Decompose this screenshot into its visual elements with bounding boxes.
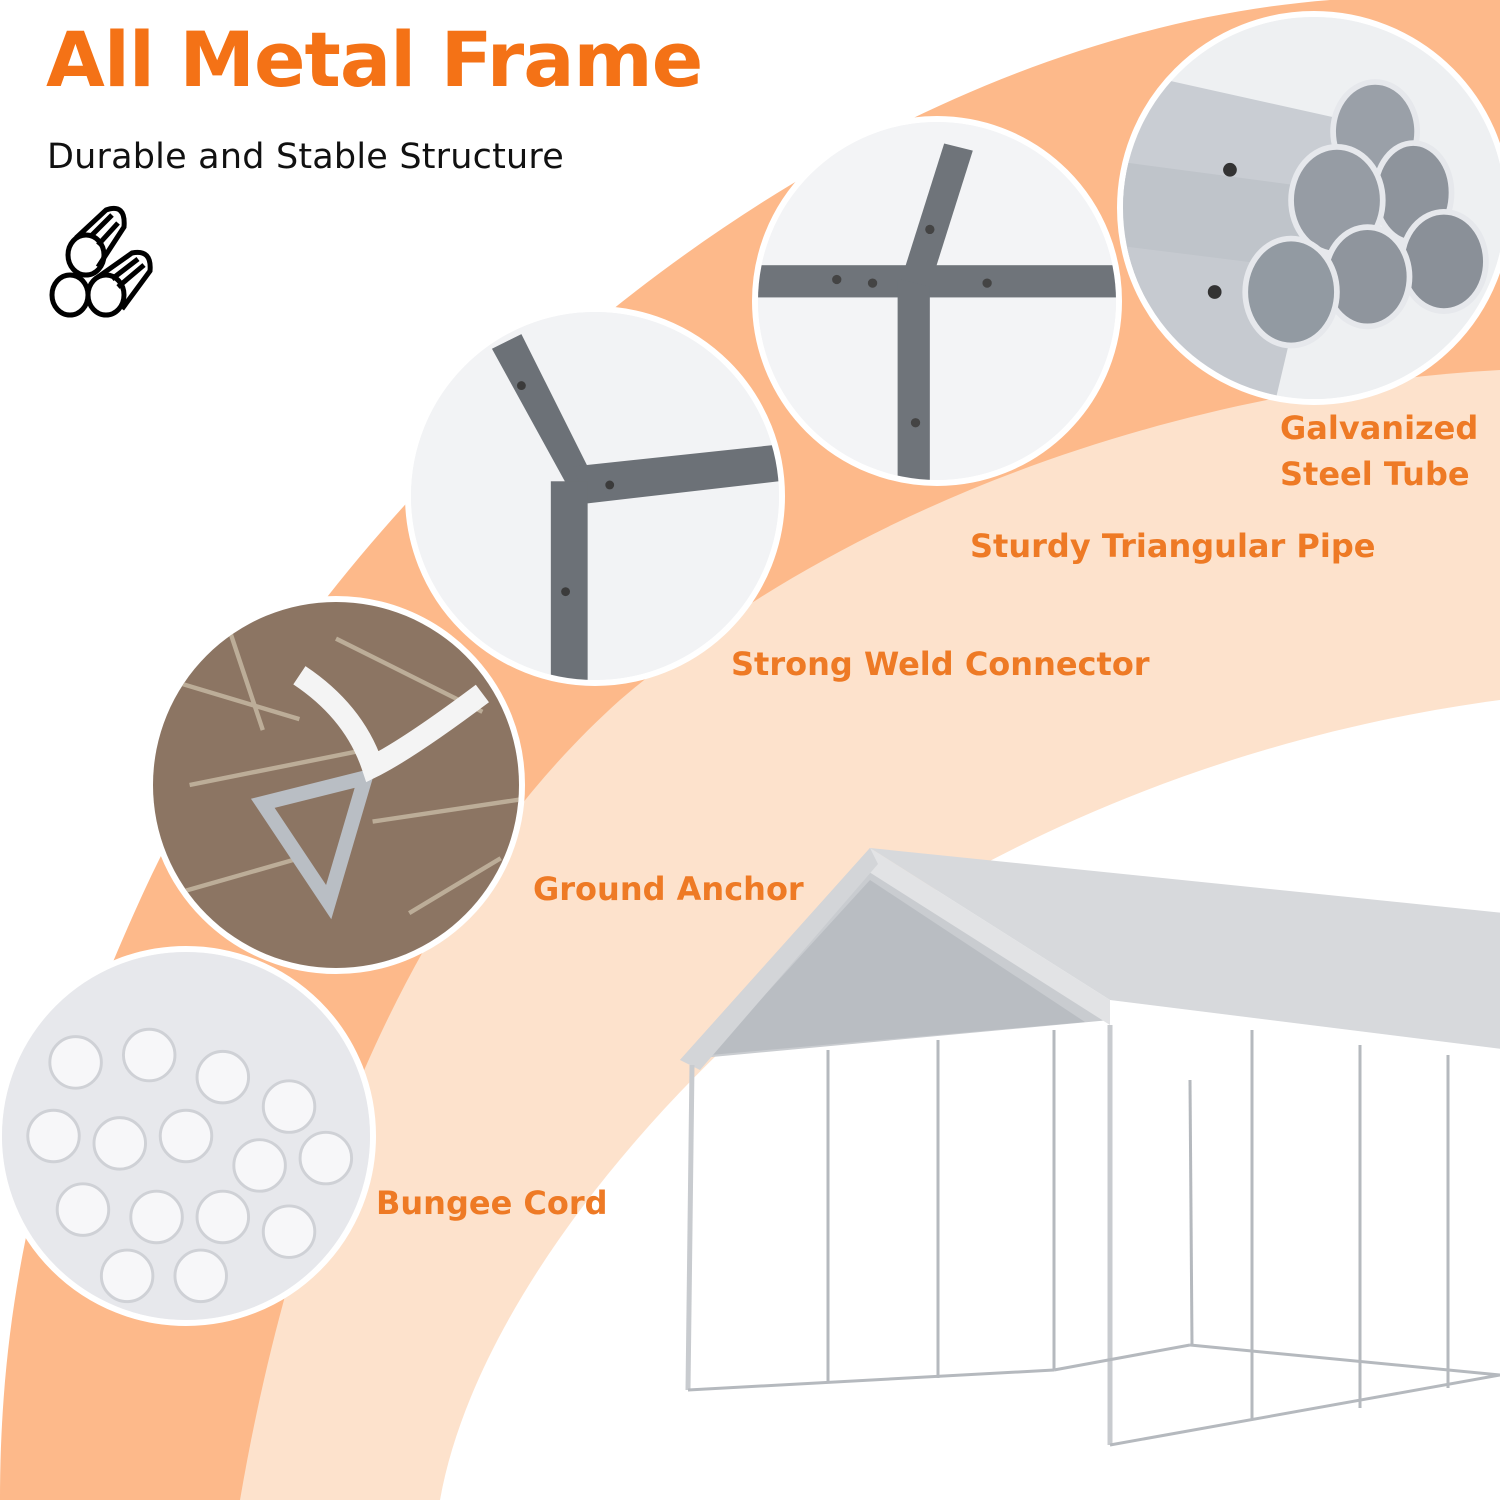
pipe-stack-icon: [49, 205, 153, 318]
page-subtitle: Durable and Stable Structure: [47, 137, 564, 177]
photo-ground-anchor-stake: [147, 596, 525, 974]
label-galvanized-steel-tube: Galvanized Steel Tube: [1280, 409, 1479, 493]
photo-weld-connector: [405, 306, 785, 686]
label-bungee-cord: Bungee Cord: [376, 1184, 608, 1222]
photo-galvanized-steel-tubes: [1117, 11, 1500, 405]
carport-canopy-image: [680, 848, 1500, 1447]
page-title: All Metal Frame: [46, 15, 703, 104]
label-sturdy-triangular-pipe: Sturdy Triangular Pipe: [970, 527, 1376, 565]
photo-triangular-pipe-joint: [752, 116, 1122, 486]
photo-bungee-ball-cords: [0, 946, 376, 1326]
label-ground-anchor: Ground Anchor: [533, 870, 804, 908]
label-strong-weld-connector: Strong Weld Connector: [731, 645, 1150, 683]
